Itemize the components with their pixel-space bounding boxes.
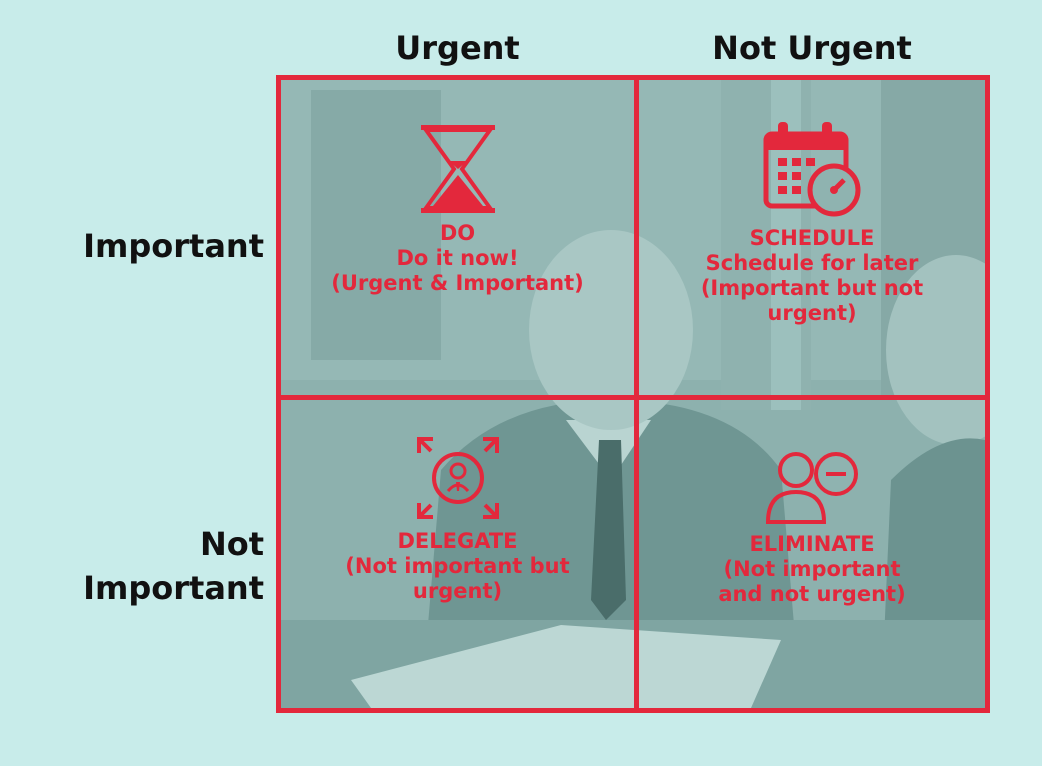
remove-user-icon [765, 452, 858, 524]
quadrant-eliminate-desc: (Not important and not urgent) [718, 557, 906, 606]
quadrant-do: DO Do it now! (Urgent & Important) [281, 125, 634, 296]
quadrant-schedule: SCHEDULE Schedule for later (Important b… [639, 122, 985, 326]
delegate-person-icon [416, 437, 499, 519]
quadrant-do-desc: Do it now! (Urgent & Important) [331, 246, 584, 295]
row-header-not-important: Not Important [83, 525, 264, 607]
column-header-urgent: Urgent [395, 29, 520, 67]
calendar-clock-icon [763, 122, 861, 217]
quadrant-eliminate: ELIMINATE (Not important and not urgent) [639, 448, 985, 607]
horizontal-divider [281, 395, 985, 400]
quadrant-do-label: DO [439, 221, 476, 245]
hourglass-icon [420, 125, 495, 213]
quadrant-delegate-desc: (Not important but urgent) [345, 554, 570, 603]
eisenhower-matrix: DO Do it now! (Urgent & Important) SCHED… [276, 75, 990, 713]
quadrant-schedule-desc: Schedule for later (Important but not ur… [700, 251, 924, 325]
quadrant-delegate-label: DELEGATE [397, 529, 518, 553]
row-header-important: Important [83, 227, 264, 265]
vertical-divider [634, 80, 639, 708]
column-header-not-urgent: Not Urgent [712, 29, 912, 67]
quadrant-eliminate-label: ELIMINATE [749, 532, 875, 556]
quadrant-schedule-label: SCHEDULE [749, 226, 875, 250]
quadrant-delegate: DELEGATE (Not important but urgent) [281, 435, 634, 604]
